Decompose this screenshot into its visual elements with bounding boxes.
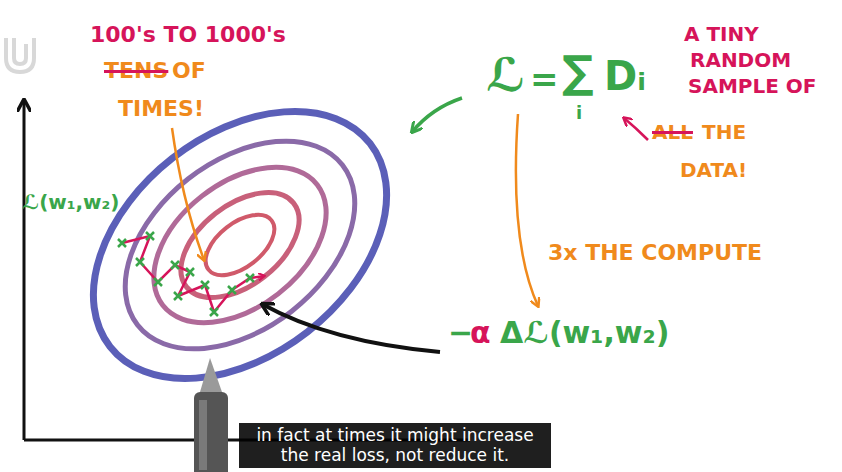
annotation-note: RANDOM — [690, 50, 791, 70]
leader-arrow — [516, 114, 538, 306]
leader-arrow — [262, 304, 440, 352]
subtitle-caption: in fact at times it might increase the r… — [239, 423, 551, 468]
leader-arrow — [624, 118, 648, 140]
step-marks — [118, 232, 254, 316]
leader-arrow — [412, 98, 462, 132]
annotation-note: TIMES! — [118, 98, 204, 120]
annotation-note: TENS — [104, 60, 168, 82]
sgd-path — [122, 236, 264, 312]
annotation-note: 100's TO 1000's — [90, 24, 286, 46]
formula-symbol: Dᵢ — [604, 56, 646, 96]
annotation-note: A TINY — [684, 24, 759, 44]
formula-symbol: ℒ — [486, 52, 525, 98]
contours — [42, 57, 437, 434]
formula-symbol: α — [470, 318, 491, 348]
annotation-note: 3x THE COMPUTE — [548, 242, 762, 264]
formula-symbol: i — [576, 104, 582, 122]
annotation-note: THE — [702, 122, 746, 142]
leader-arrow — [172, 128, 204, 260]
axis-function-label: ℒ(w₁,w₂) — [22, 192, 119, 212]
formula-symbol: ∑ — [562, 50, 594, 94]
y-axis — [23, 100, 26, 440]
annotation-note: ALL — [652, 122, 693, 142]
pen — [194, 358, 228, 472]
annotation-note: DATA! — [680, 160, 747, 180]
formula-symbol: = — [530, 62, 559, 96]
logo-mark — [6, 38, 34, 72]
formula-symbol: Δℒ(w₁,w₂) — [500, 318, 669, 348]
annotation-note: OF — [172, 60, 206, 82]
formula-symbol: − — [448, 318, 473, 348]
annotation-note: SAMPLE OF — [688, 76, 816, 96]
